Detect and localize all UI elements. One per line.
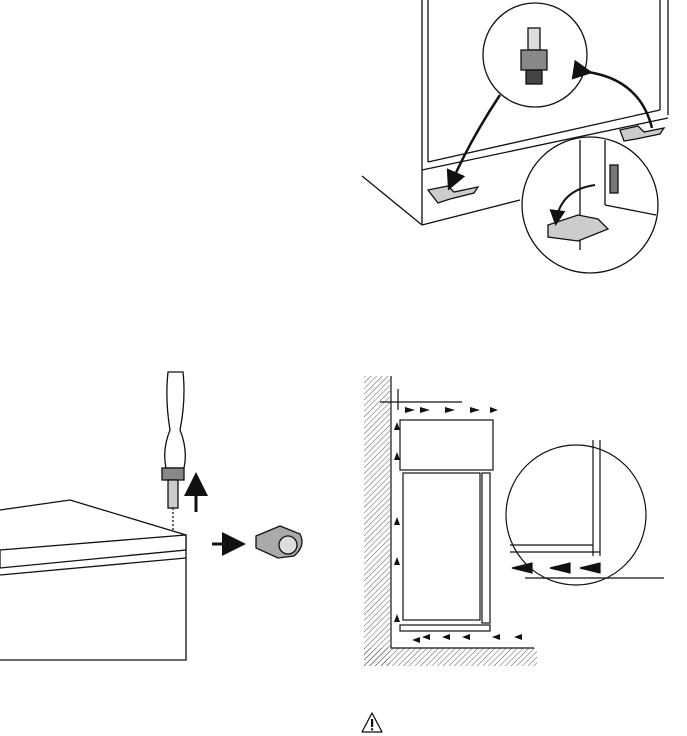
screwdriver-cap-illustration [0, 371, 303, 661]
warning-triangle-icon [361, 712, 383, 733]
adjustable-feet-illustration [361, 0, 669, 274]
ventilation-illustration [364, 376, 664, 666]
